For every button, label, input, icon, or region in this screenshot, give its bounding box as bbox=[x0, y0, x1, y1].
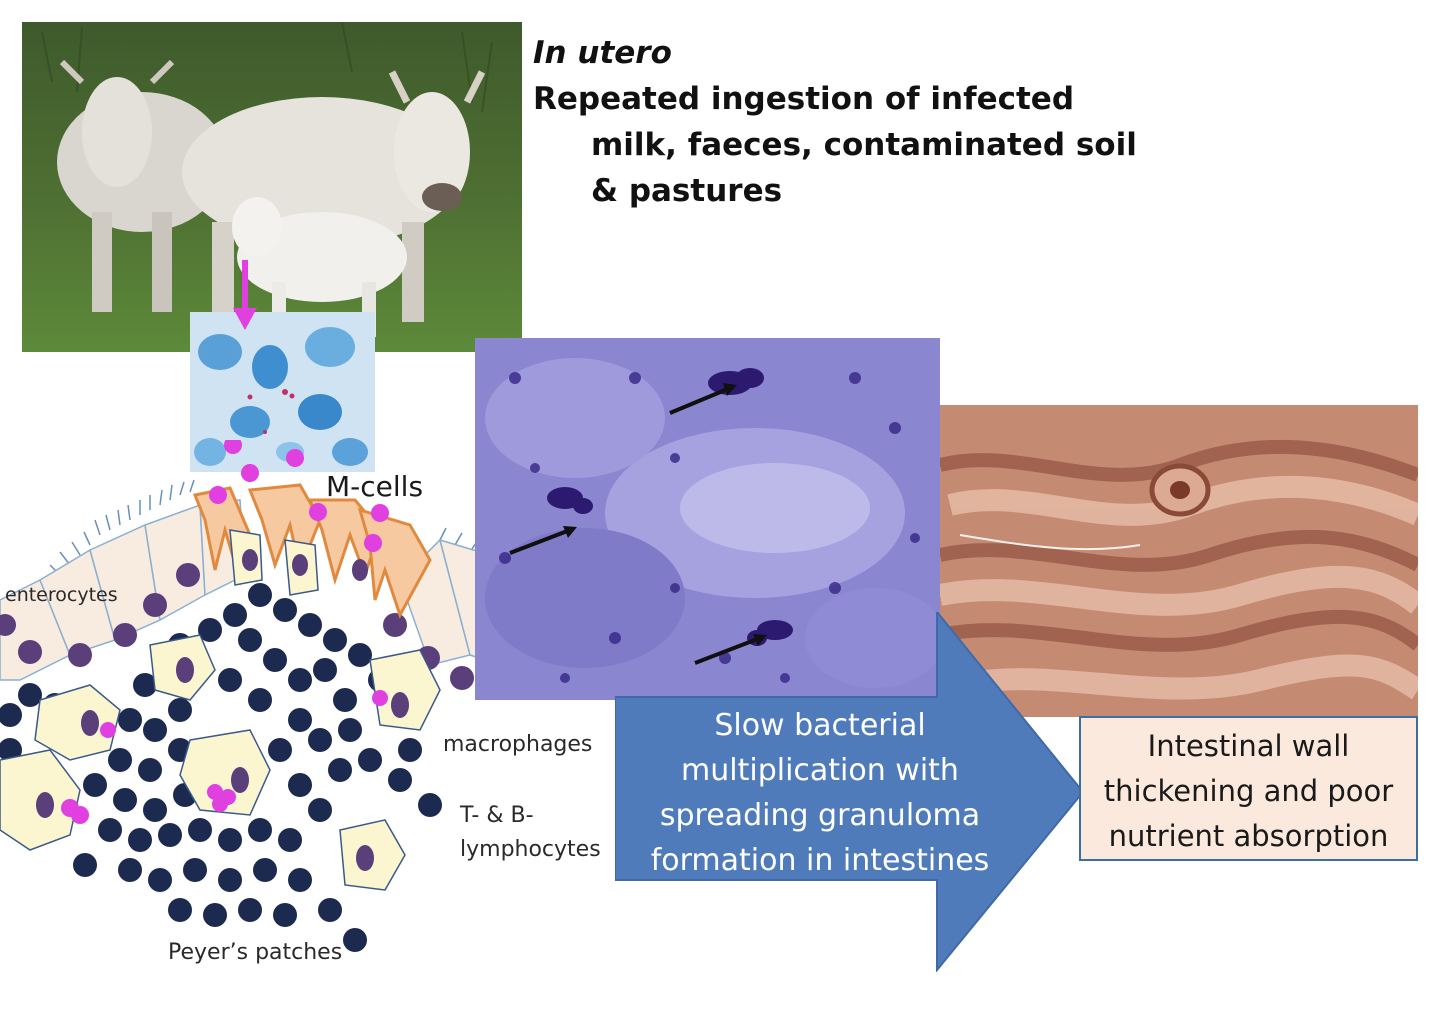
arrow-text-line1: Slow bacterial bbox=[714, 708, 926, 743]
granuloma-histology-image bbox=[475, 338, 940, 700]
outcome-box: Intestinal wall thickening and poor nutr… bbox=[1079, 716, 1418, 861]
cattle-photo bbox=[22, 22, 522, 352]
route-line-sources: milk, faeces, contaminated soil bbox=[591, 127, 1137, 163]
arrow-text-line4: formation in intestines bbox=[650, 843, 990, 878]
outcome-line3: nutrient absorption bbox=[1108, 819, 1389, 853]
progression-arrow bbox=[615, 612, 1085, 972]
outcome-line2: thickening and poor bbox=[1103, 774, 1394, 808]
transmission-route-text: In utero Repeated ingestion of infected … bbox=[533, 30, 1137, 214]
ingestion-arrow bbox=[233, 260, 257, 330]
bacteria bbox=[61, 440, 389, 824]
route-line-ingestion: Repeated ingestion of infected bbox=[533, 81, 1075, 117]
m-cells-label: M-cells bbox=[326, 470, 424, 503]
lymphocytes-label-line2: lymphocytes bbox=[460, 837, 601, 862]
macrophages-label: macrophages bbox=[443, 732, 593, 757]
arrow-text-line3: spreading granuloma bbox=[659, 798, 981, 833]
macrophage-nuclei bbox=[36, 549, 409, 871]
arrow-text-line2: multiplication with bbox=[681, 753, 959, 788]
route-line-pastures: & pastures bbox=[591, 173, 783, 209]
peyers-patches-label: Peyer’s patches bbox=[168, 940, 343, 965]
outcome-line1: Intestinal wall bbox=[1147, 729, 1350, 763]
thickened-intestine-photo bbox=[940, 405, 1418, 717]
peyers-patch-diagram bbox=[0, 440, 541, 952]
route-in-utero: In utero bbox=[533, 35, 672, 71]
lymphocytes-label-line1: T- & B- bbox=[460, 803, 534, 828]
progression-arrow-text: Slow bacterial multiplication with sprea… bbox=[620, 703, 1020, 883]
histology-pointer-arrows bbox=[509, 386, 761, 665]
acid-fast-smear-image bbox=[190, 312, 375, 472]
enterocytes-label: enterocytes bbox=[5, 584, 118, 606]
enterocyte-nuclei bbox=[0, 563, 520, 700]
